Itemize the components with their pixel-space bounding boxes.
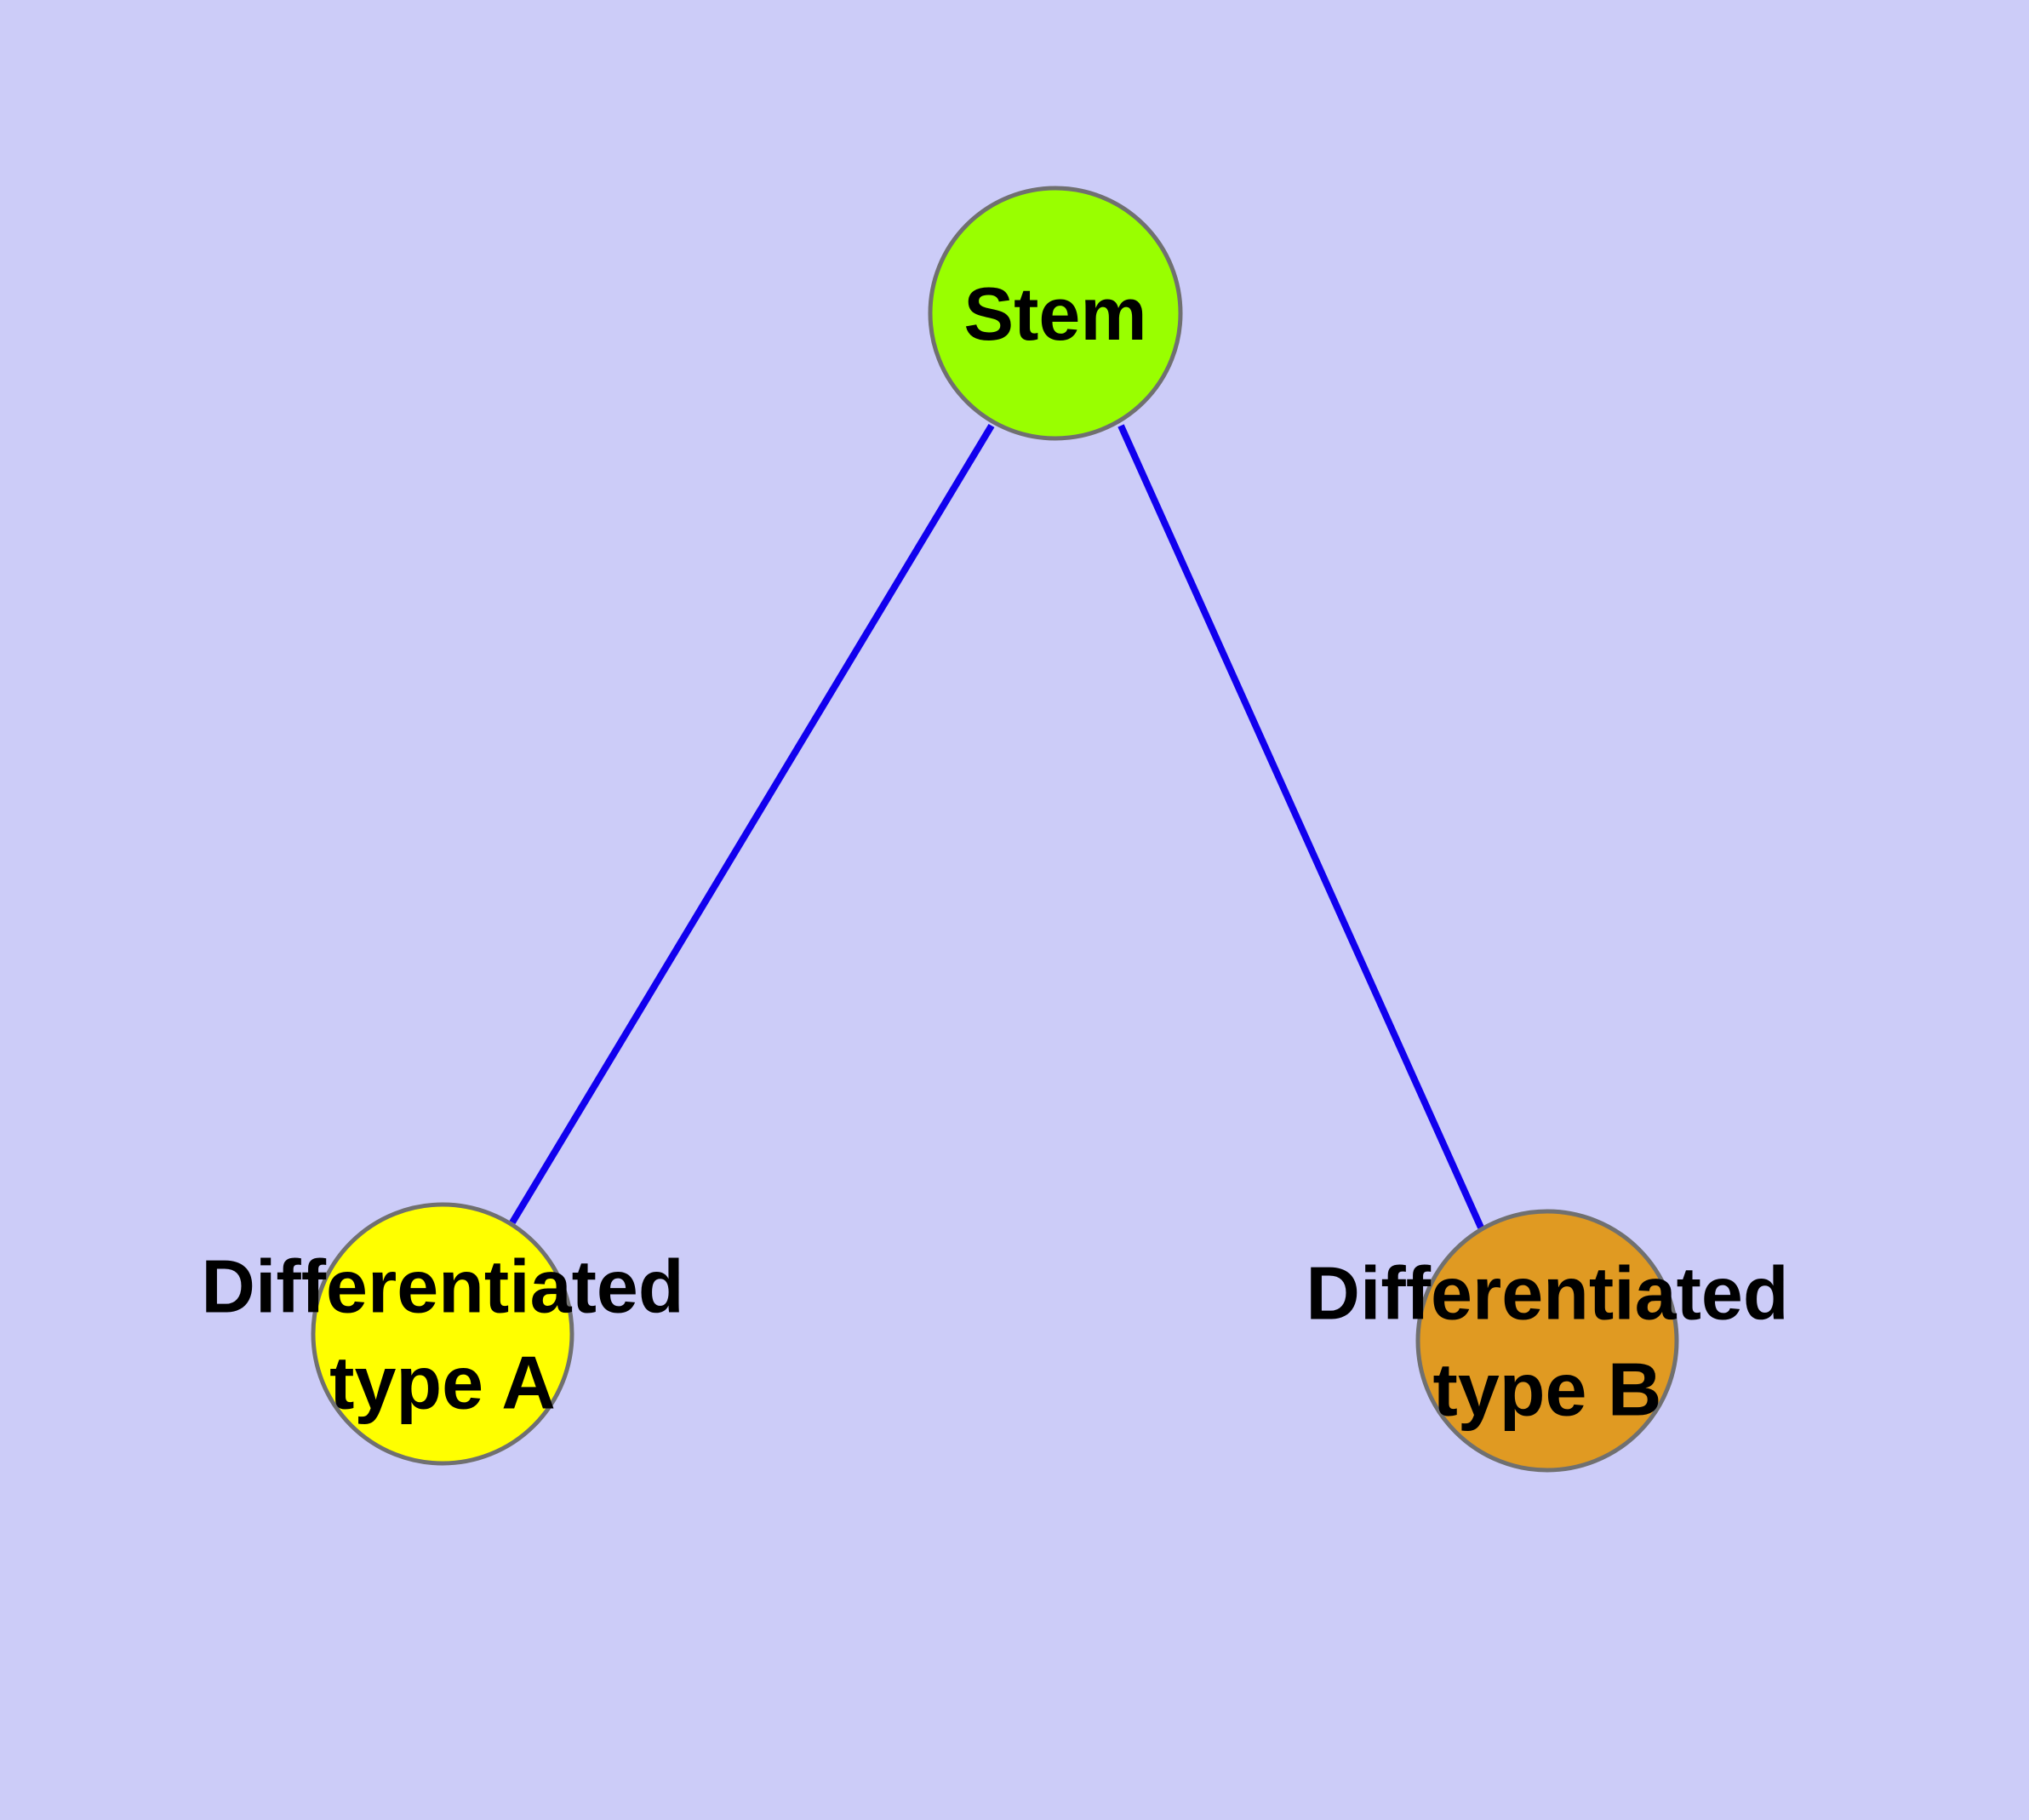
node-label-diff-a-line-2: type A [329,1340,556,1424]
node-label-diff-a-line-1: Differentiated [201,1244,683,1328]
node-stem[interactable]: Stem [928,186,1183,441]
node-label-diff-b-line-1: Differentiated [1306,1251,1788,1335]
node-circle-stem[interactable] [928,186,1183,441]
node-label-diff-b-line-2: type B [1433,1347,1662,1431]
node-circle-diff-a[interactable] [311,1202,574,1466]
edges-layer [509,423,1484,1229]
edge-stem-to-diff-a [509,423,995,1225]
edge-stem-to-diff-b [1117,424,1484,1229]
node-diff-a[interactable]: Differentiated type A [201,1202,684,1466]
node-circle-diff-b[interactable] [1415,1209,1679,1473]
node-label-stem-line-1: Stem [963,272,1146,356]
node-diff-b[interactable]: Differentiated type B [1306,1209,1789,1473]
